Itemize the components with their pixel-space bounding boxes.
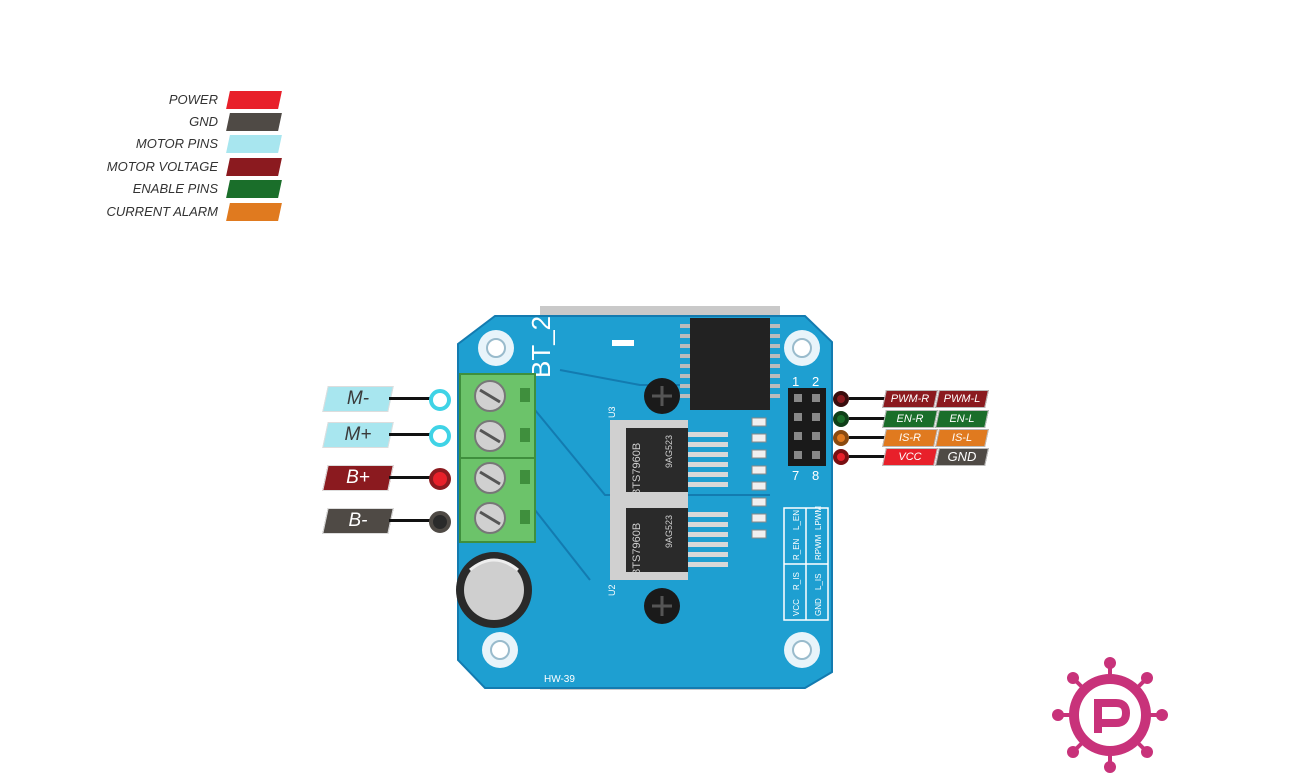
legend-swatch [226,91,282,109]
tag-en-l: EN-L [935,410,989,428]
chip-label: BTS7960B [631,443,643,496]
lead-line [389,519,431,522]
terminal-block-battery [459,457,536,543]
lead-line [849,436,885,439]
pin-table-label: L_IS [814,574,823,590]
pin-table-label: LPWM [814,506,823,530]
pin-table-label: GND [814,598,823,616]
pin-table-label: L_EN [792,510,801,530]
legend-label: POWER [168,92,218,107]
tag-label: PWM-L [943,393,981,405]
brand-logo-icon [1052,657,1168,773]
pin-table-label: R_EN [792,538,801,560]
tag-is-r: IS-R [882,429,938,447]
tag-gnd: GND [935,448,989,466]
mounting-hole [478,330,514,366]
legend-item-enable-pins: ENABLE PINS [60,179,282,199]
board-name: BT_2 [526,316,556,378]
legend-swatch [226,113,282,131]
terminal-block-motor [459,373,536,459]
chip-code: 9AG523 [664,515,674,548]
terminal-dot [429,511,451,533]
lead-line [849,417,885,420]
logic-ic [690,318,770,410]
chip-ref: U2 [607,584,617,596]
pin-number: 2 [812,374,819,389]
tag-label: GND [947,449,977,464]
tag-is-l: IS-L [935,429,989,447]
mounting-hole [784,330,820,366]
header-pin-dot [833,449,849,465]
lead-line [389,397,431,400]
tag-label: B+ [346,467,370,488]
lead-line [849,455,885,458]
lead-line [849,397,885,400]
header-pin-dot [833,411,849,427]
screw [644,588,680,624]
capacitor [456,552,532,628]
board-model: HW-39 [544,674,575,685]
chip-ref: U3 [607,406,617,418]
header-pin-dot [833,391,849,407]
tag-motor-plus: M+ [322,422,394,448]
legend-swatch [226,180,282,198]
tag-label: IS-L [951,432,973,444]
tag-pwm-r: PWM-R [882,390,938,408]
chip-code: 9AG523 [664,435,674,468]
tag-battery-minus: B- [322,508,394,534]
legend-item-current-alarm: CURRENT ALARM [60,202,282,222]
terminal-dot [429,425,451,447]
terminal-dot [429,389,451,411]
lead-line [389,433,431,436]
pin-number: 1 [792,374,799,389]
legend-item-gnd: GND [60,112,282,132]
tag-label: EN-L [949,413,975,425]
tag-label: EN-R [896,413,924,425]
tag-label: IS-R [899,432,921,444]
legend-label: CURRENT ALARM [106,204,218,219]
pin-table-label: R_IS [792,572,801,590]
tag-battery-plus: B+ [322,465,394,491]
tag-pwm-l: PWM-L [935,390,989,408]
power-chip-u2: BTS7960B 9AG523 U2 [607,500,728,596]
legend-item-motor-voltage: MOTOR VOLTAGE [60,157,282,177]
legend-label: ENABLE PINS [132,181,218,196]
legend-swatch [226,158,282,176]
driver-board: BT_2 BTS7960B 9AG523 U3 BTS7960B 9AG523 … [456,306,833,690]
pin-number: 7 [792,468,799,483]
lead-line [389,476,431,479]
tag-label: M+ [344,424,372,445]
terminal-dot [429,468,451,490]
tag-motor-minus: M- [322,386,394,412]
legend-label: GND [189,114,218,129]
pin-table-label: VCC [792,599,801,616]
mounting-hole [482,632,518,668]
tag-vcc: VCC [882,448,938,466]
pin-table: R_EN RPWM L_EN LPWM VCC R_IS GND L_IS [783,506,829,621]
legend-item-motor-pins: MOTOR PINS [60,134,282,154]
tag-label: PWM-R [890,393,930,405]
tag-en-r: EN-R [882,410,938,428]
legend-swatch [226,135,282,153]
mounting-hole [784,632,820,668]
header-pin-dot [833,430,849,446]
tag-label: B- [348,510,368,531]
pin-table-label: RPWM [814,534,823,560]
power-chip-u3: BTS7960B 9AG523 U3 [607,406,728,500]
chip-label: BTS7960B [631,523,643,576]
legend-swatch [226,203,282,221]
tag-label: M- [346,388,370,409]
legend-label: MOTOR VOLTAGE [106,159,218,174]
pin-number: 8 [812,468,819,483]
screw [644,378,680,414]
legend-item-power: POWER [60,90,282,110]
legend-label: MOTOR PINS [135,136,218,151]
tag-label: VCC [898,451,922,463]
pin-header: 1 2 7 8 [788,374,826,483]
